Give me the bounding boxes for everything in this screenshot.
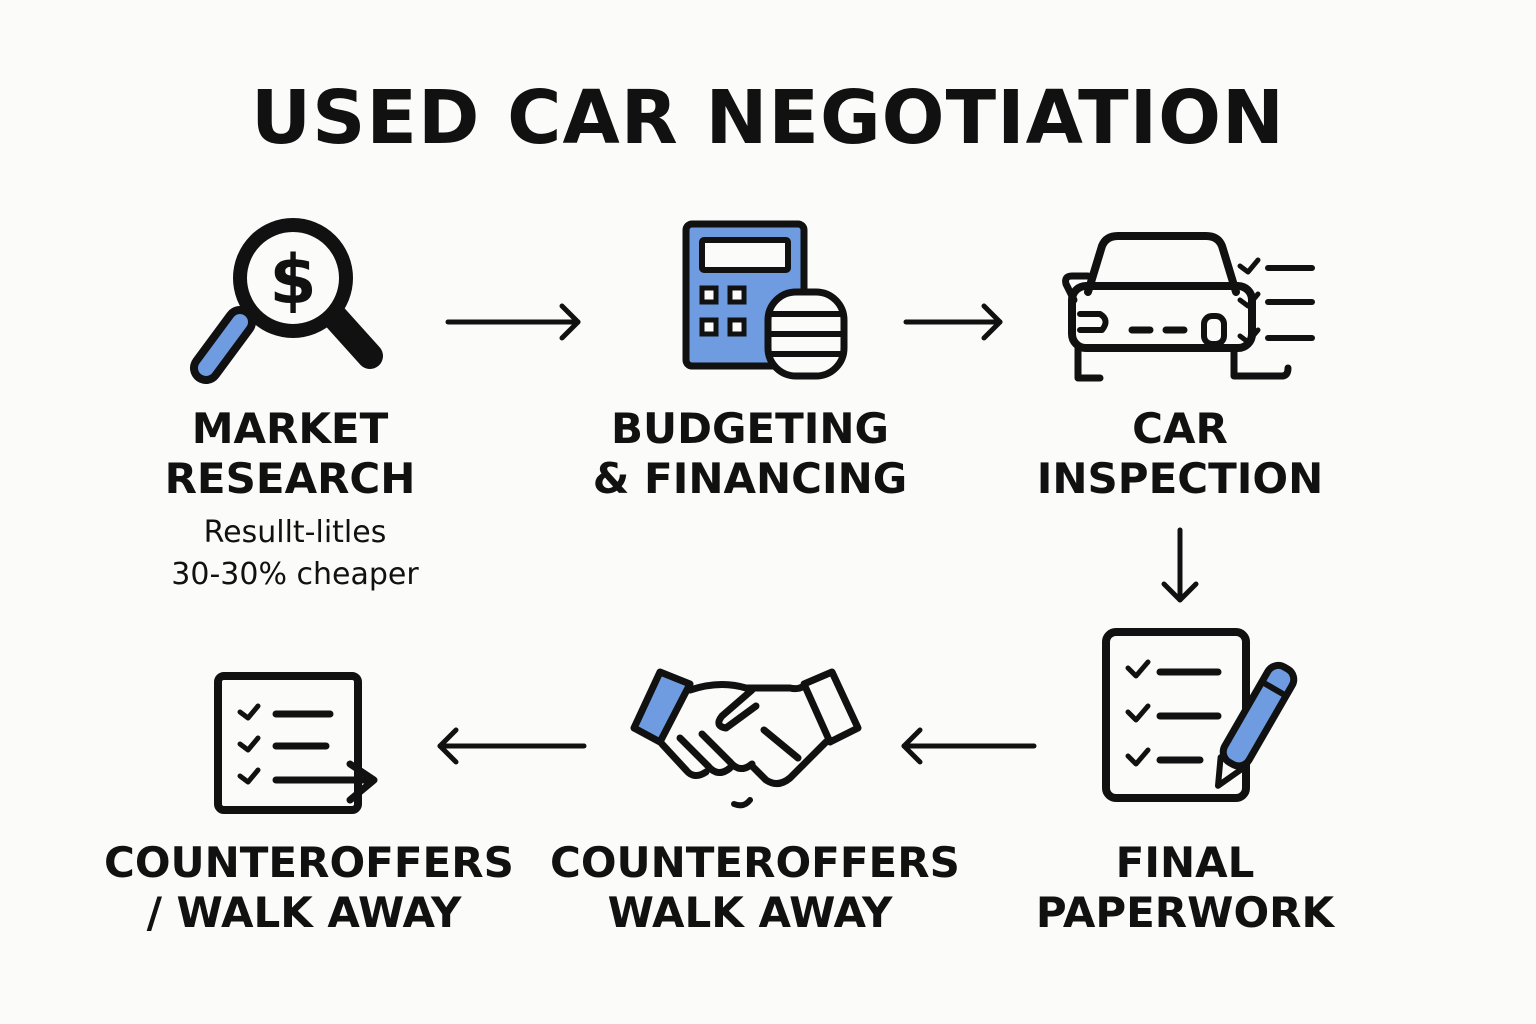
checklist-arrow-icon: [214, 672, 378, 814]
arrow-left-4: [901, 727, 1037, 765]
arrow-right-1: [445, 303, 581, 341]
document-pen-icon: [1102, 628, 1298, 802]
arrow-left-5: [437, 727, 587, 765]
step-label-final-paperwork: FINAL PAPERWORK: [1035, 838, 1335, 937]
car-checklist-icon: [1062, 232, 1315, 382]
step-label-car-inspection: CAR INSPECTION: [1036, 404, 1324, 503]
calculator-coins-icon: [682, 220, 848, 380]
step-label-budgeting-financing: BUDGETING & FINANCING: [592, 404, 908, 503]
magnifier-dollar-icon: $: [190, 218, 383, 384]
step-note-market-research: Resullt-litles 30-30% cheaper: [171, 515, 419, 592]
svg-text:$: $: [269, 241, 316, 320]
step-label-counteroffers-walk-away: COUNTEROFFERS WALK AWAY: [550, 838, 960, 937]
step-label-market-research: MARKET RESEARCH: [164, 404, 416, 503]
diagram-title: USED CAR NEGOTIATION: [251, 75, 1285, 161]
step-label-counteroffers-slash-walk-away: COUNTEROFFERS / WALK AWAY: [104, 838, 514, 937]
handshake-icon: [630, 668, 862, 809]
arrow-down-3: [1161, 527, 1199, 603]
arrow-right-2: [903, 303, 1003, 341]
